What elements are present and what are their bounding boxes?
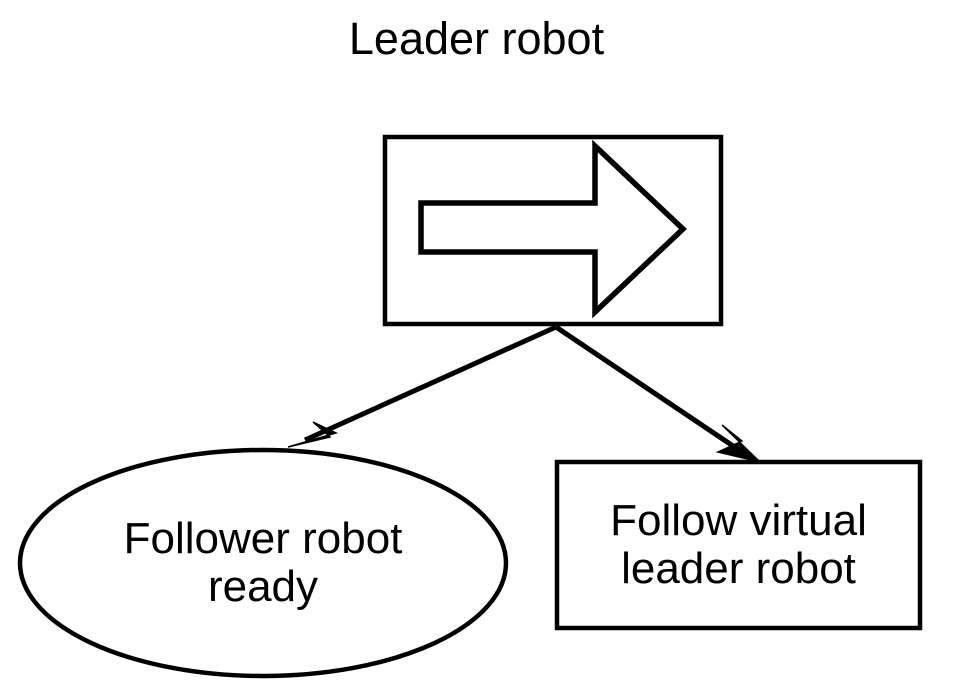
right-block-arrow-icon — [418, 139, 688, 319]
edge-to-follower-ready — [287, 324, 558, 448]
follow-virtual-leader-robot-box[interactable] — [554, 459, 923, 631]
follower-robot-ready-ellipse[interactable] — [17, 447, 509, 679]
edge-to-follow-virtual — [554, 324, 763, 464]
